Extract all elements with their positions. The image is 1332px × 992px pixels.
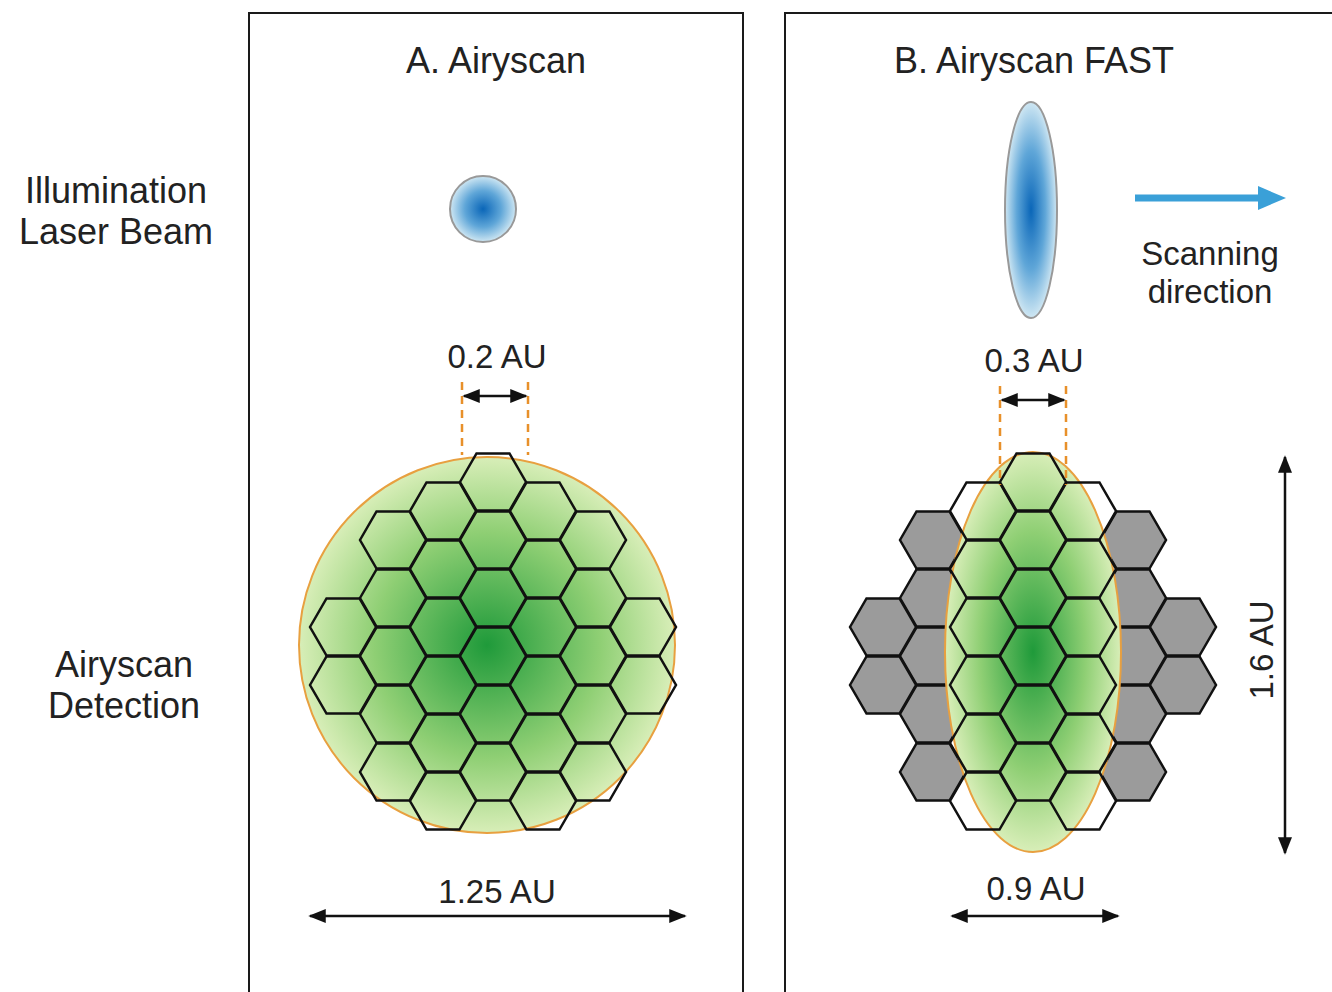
detector-element bbox=[850, 656, 916, 713]
arrow-label: Scanning direction bbox=[1130, 235, 1290, 311]
row-label: Airyscan Detection bbox=[24, 644, 224, 727]
detector-element bbox=[360, 511, 426, 568]
row-label: Illumination Laser Beam bbox=[16, 170, 216, 253]
detector-element bbox=[850, 598, 916, 655]
detector-element bbox=[950, 772, 1016, 829]
dimension-arrows bbox=[310, 396, 1285, 916]
detector-element bbox=[310, 656, 376, 713]
detector-element bbox=[1050, 540, 1116, 597]
scan-arrow-head bbox=[1258, 186, 1286, 210]
detector-element bbox=[610, 656, 676, 713]
dimension-label: 0.2 AU bbox=[447, 338, 546, 376]
panel-title: A. Airyscan bbox=[250, 40, 742, 82]
dimension-guides bbox=[462, 382, 1066, 485]
detector-element bbox=[1150, 656, 1216, 713]
detector-array bbox=[310, 453, 676, 829]
detector-element bbox=[310, 598, 376, 655]
detector-element bbox=[1050, 772, 1116, 829]
detector-element bbox=[1050, 598, 1116, 655]
detector-element bbox=[560, 743, 626, 800]
detector-element bbox=[1150, 598, 1216, 655]
detector-element bbox=[1050, 482, 1116, 539]
detector-element bbox=[950, 598, 1016, 655]
dimension-label: 1.6 AU bbox=[1243, 600, 1281, 699]
dimension-label: 0.9 AU bbox=[986, 870, 1085, 908]
panel-title: B. Airyscan FAST bbox=[786, 40, 1282, 82]
scan-arrow bbox=[1135, 195, 1262, 202]
detector-element bbox=[1050, 656, 1116, 713]
laser-spot bbox=[450, 176, 516, 242]
laser-line bbox=[1005, 102, 1057, 318]
detector-array bbox=[950, 453, 1116, 829]
detector-element bbox=[950, 540, 1016, 597]
detector-element bbox=[1050, 714, 1116, 771]
detector-element bbox=[360, 743, 426, 800]
panel: B. Airyscan FAST bbox=[784, 12, 1332, 992]
detector-element bbox=[610, 598, 676, 655]
detector-element bbox=[950, 714, 1016, 771]
dimension-label: 0.3 AU bbox=[984, 342, 1083, 380]
dimension-label: 1.25 AU bbox=[438, 873, 555, 911]
detector-element bbox=[950, 656, 1016, 713]
detector-element bbox=[950, 482, 1016, 539]
emission-disc bbox=[299, 457, 675, 833]
detector-element bbox=[560, 511, 626, 568]
emission-ellipse bbox=[945, 452, 1121, 852]
panel: A. Airyscan bbox=[248, 12, 744, 992]
